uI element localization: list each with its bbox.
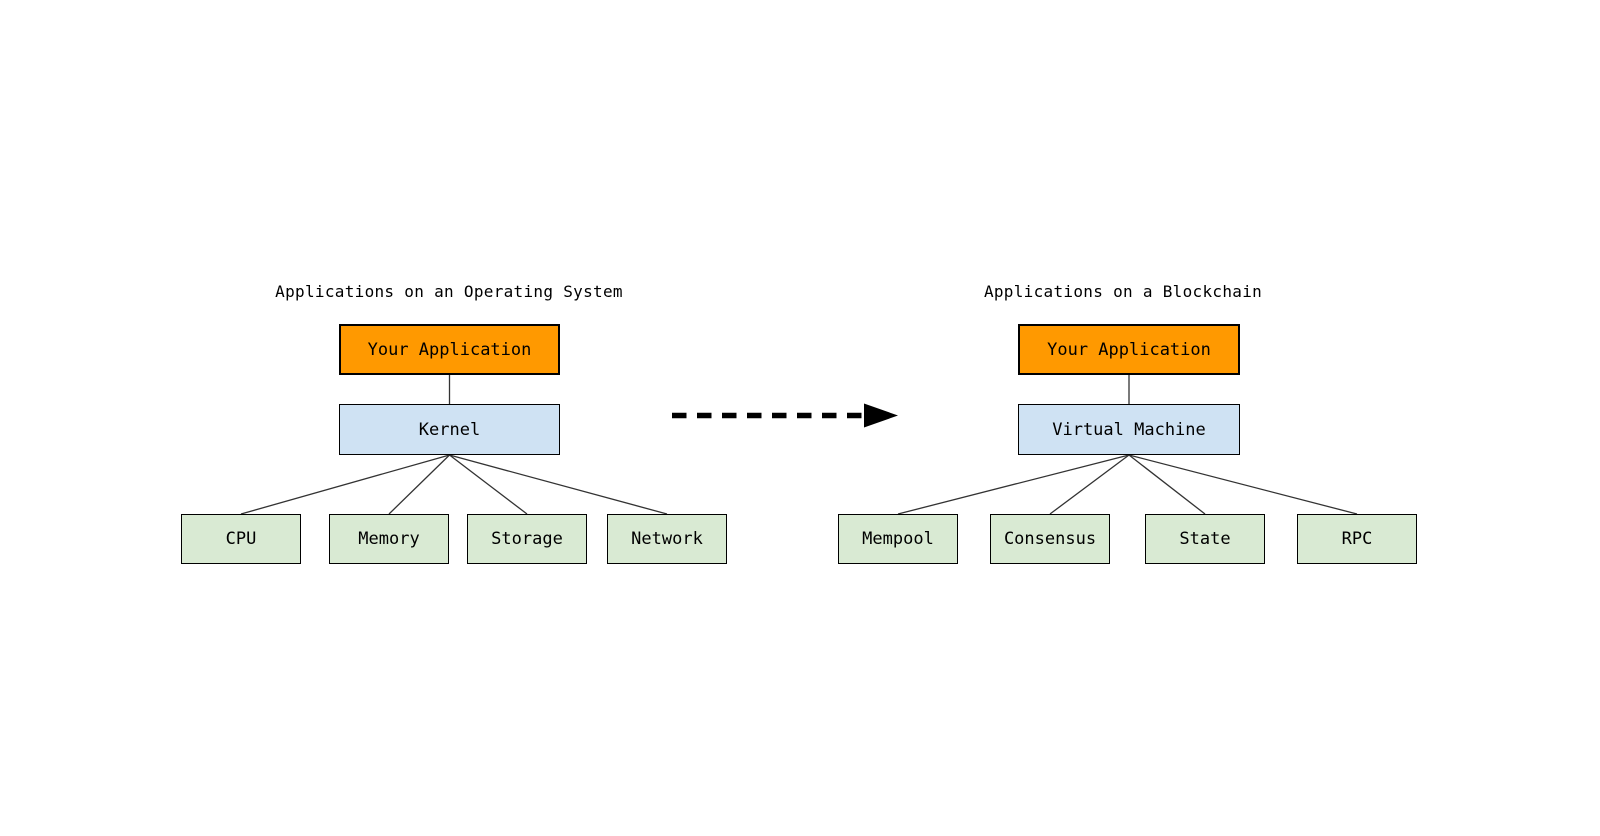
right-vm-to-mempool-line (897, 454, 1130, 515)
right-your-application-box: Your Application (1018, 324, 1240, 375)
rpc-label: RPC (1341, 529, 1373, 549)
cpu-box: CPU (181, 514, 301, 564)
right-vm-to-state-line (1128, 454, 1206, 515)
state-box: State (1145, 514, 1265, 564)
virtual-machine-box: Virtual Machine (1018, 404, 1240, 455)
kernel-box: Kernel (339, 404, 560, 455)
right-vm-to-consensus-line (1049, 454, 1130, 515)
network-label: Network (631, 529, 703, 549)
left-kernel-to-memory-line (388, 454, 450, 515)
cpu-label: CPU (225, 529, 257, 549)
right-diagram-title: Applications on a Blockchain (983, 282, 1263, 301)
left-kernel-to-cpu-line (240, 454, 450, 515)
consensus-box: Consensus (990, 514, 1110, 564)
mempool-box: Mempool (838, 514, 958, 564)
network-box: Network (607, 514, 727, 564)
memory-label: Memory (358, 529, 420, 549)
left-your-application-box: Your Application (339, 324, 560, 375)
left-kernel-to-network-line (449, 454, 668, 515)
consensus-label: Consensus (1003, 529, 1097, 549)
left-your-application-label: Your Application (367, 339, 532, 360)
storage-box: Storage (467, 514, 587, 564)
rpc-box: RPC (1297, 514, 1417, 564)
storage-label: Storage (491, 529, 563, 549)
left-kernel-to-storage-line (449, 454, 528, 515)
dashed-arrow-right-icon (672, 403, 898, 428)
right-vm-to-rpc-line (1128, 454, 1358, 515)
kernel-label: Kernel (418, 419, 481, 440)
right-your-application-label: Your Application (1047, 339, 1211, 360)
left-diagram-title: Applications on an Operating System (275, 282, 623, 301)
memory-box: Memory (329, 514, 449, 564)
virtual-machine-label: Virtual Machine (1052, 419, 1206, 440)
transition-arrow-head (864, 403, 898, 428)
state-label: State (1179, 529, 1231, 549)
mempool-label: Mempool (862, 529, 934, 549)
